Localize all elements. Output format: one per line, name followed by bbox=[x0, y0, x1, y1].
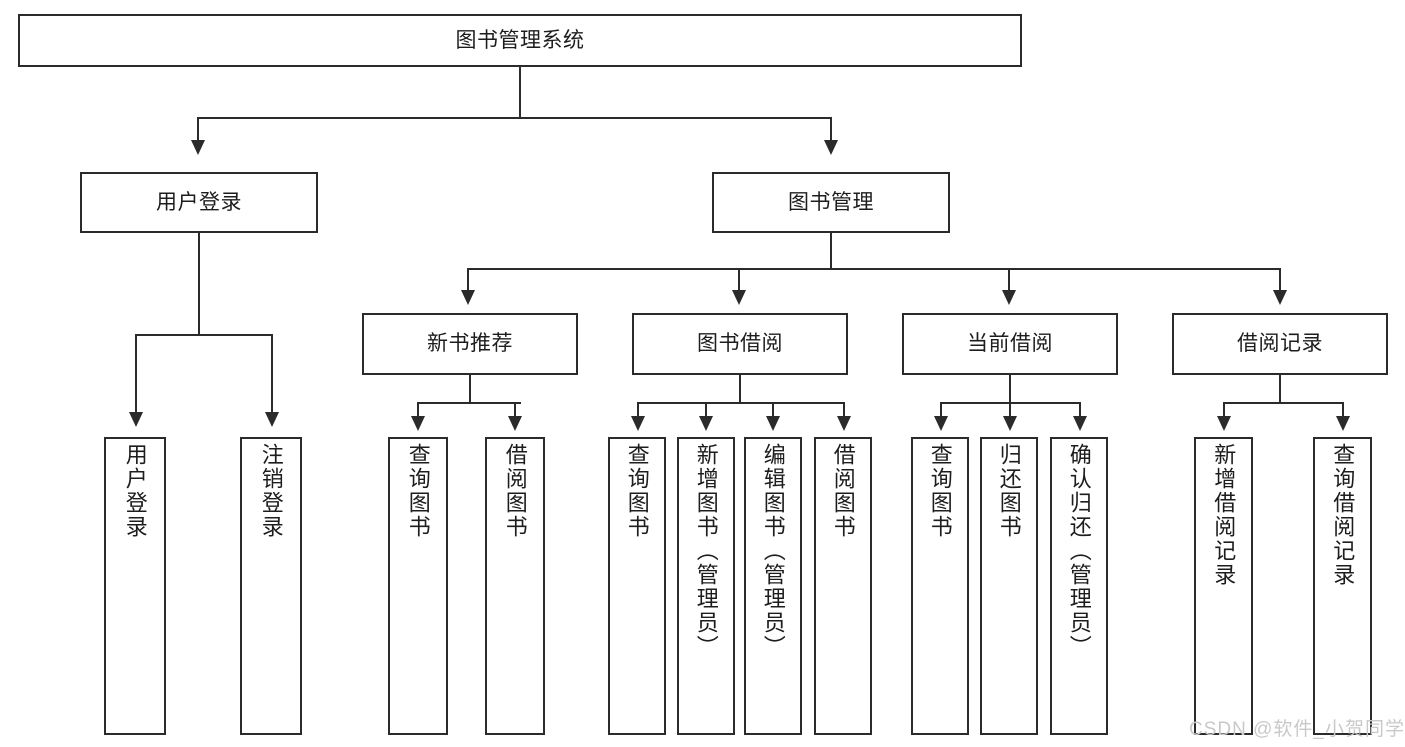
node-label: 确认归还（管理员） bbox=[1066, 443, 1092, 659]
node-leaf-query-book-cb[interactable]: 查询图书 bbox=[911, 437, 969, 735]
connector-bb-drop-3 bbox=[772, 402, 774, 418]
arrowhead-bb-leaf-4 bbox=[837, 416, 851, 431]
node-new-book-recommend[interactable]: 新书推荐 bbox=[362, 313, 578, 375]
arrowhead-user-login-leaf-2 bbox=[265, 412, 279, 427]
connector-nbr-drop-1 bbox=[417, 402, 419, 418]
node-leaf-borrow-book-nbr[interactable]: 借阅图书 bbox=[485, 437, 545, 735]
node-label: 图书管理系统 bbox=[455, 28, 585, 52]
arrowhead-br-leaf-1 bbox=[1217, 416, 1231, 431]
connector-br-bar bbox=[1223, 402, 1343, 404]
connector-bb-drop-4 bbox=[843, 402, 845, 418]
node-leaf-confirm-return-admin[interactable]: 确认归还（管理员） bbox=[1050, 437, 1108, 735]
connector-br-drop-2 bbox=[1342, 402, 1344, 418]
connector-user-login-drop-1 bbox=[135, 334, 137, 414]
node-leaf-edit-book-admin[interactable]: 编辑图书（管理员） bbox=[744, 437, 802, 735]
node-label: 借阅图书 bbox=[830, 443, 856, 539]
connector-bb-drop-2 bbox=[705, 402, 707, 418]
connector-book-management-bar bbox=[467, 268, 1281, 270]
connector-user-login-stem bbox=[198, 233, 200, 335]
connector-br-stem bbox=[1279, 375, 1281, 403]
node-label: 当前借阅 bbox=[967, 332, 1053, 356]
node-label: 用户登录 bbox=[156, 190, 242, 214]
arrowhead-root-to-book-management bbox=[824, 140, 838, 155]
arrowhead-bb-leaf-2 bbox=[699, 416, 713, 431]
node-leaf-query-book-bb[interactable]: 查询图书 bbox=[608, 437, 666, 735]
connector-cb-stem bbox=[1009, 375, 1011, 403]
connector-user-login-drop-2 bbox=[271, 334, 273, 414]
connector-user-login-bar bbox=[135, 334, 273, 336]
node-leaf-add-book-admin[interactable]: 新增图书（管理员） bbox=[677, 437, 735, 735]
node-label: 编辑图书（管理员） bbox=[760, 443, 786, 659]
connector-nbr-drop-2 bbox=[514, 402, 516, 418]
node-label: 查询图书 bbox=[624, 443, 650, 539]
arrowhead-bm-to-current-borrow bbox=[1002, 290, 1016, 305]
node-label: 新书推荐 bbox=[427, 332, 513, 356]
connector-nbr-bar bbox=[417, 402, 521, 404]
connector-bm-drop-1 bbox=[467, 268, 469, 292]
connector-bm-drop-3 bbox=[1008, 268, 1010, 292]
arrowhead-root-to-user-login bbox=[191, 140, 205, 155]
node-leaf-query-borrow-record[interactable]: 查询借阅记录 bbox=[1313, 437, 1372, 735]
node-label: 借阅图书 bbox=[502, 443, 528, 539]
node-label: 查询借阅记录 bbox=[1330, 443, 1356, 587]
arrowhead-bm-to-book-borrow bbox=[732, 290, 746, 305]
node-book-borrow[interactable]: 图书借阅 bbox=[632, 313, 848, 375]
node-leaf-add-borrow-record[interactable]: 新增借阅记录 bbox=[1194, 437, 1253, 735]
arrowhead-cb-leaf-2 bbox=[1003, 416, 1017, 431]
connector-bb-drop-1 bbox=[637, 402, 639, 418]
connector-bm-drop-2 bbox=[738, 268, 740, 292]
arrowhead-bm-to-new-book bbox=[461, 290, 475, 305]
watermark-text: CSDN @软件_小贺同学 bbox=[1189, 719, 1405, 740]
connector-root-to-book-management bbox=[830, 117, 832, 143]
connector-root-bar bbox=[197, 117, 831, 119]
node-root-book-management-system[interactable]: 图书管理系统 bbox=[18, 14, 1022, 67]
arrowhead-user-login-leaf-1 bbox=[129, 412, 143, 427]
node-label: 图书借阅 bbox=[697, 332, 783, 356]
connector-root-to-user-login bbox=[197, 117, 199, 143]
arrowhead-cb-leaf-1 bbox=[934, 416, 948, 431]
connector-br-drop-1 bbox=[1223, 402, 1225, 418]
connector-bb-bar bbox=[637, 402, 845, 404]
node-label: 图书管理 bbox=[788, 190, 874, 214]
connector-book-management-stem bbox=[830, 233, 832, 269]
node-leaf-borrow-book-bb[interactable]: 借阅图书 bbox=[814, 437, 872, 735]
connector-root-stem bbox=[519, 67, 521, 118]
node-user-login[interactable]: 用户登录 bbox=[80, 172, 318, 233]
arrowhead-nbr-leaf-2 bbox=[508, 416, 522, 431]
node-book-management[interactable]: 图书管理 bbox=[712, 172, 950, 233]
node-label: 新增图书（管理员） bbox=[693, 443, 719, 659]
connector-cb-drop-3 bbox=[1079, 402, 1081, 418]
node-current-borrow[interactable]: 当前借阅 bbox=[902, 313, 1118, 375]
csdn-watermark: CSDN @软件_小贺同学 bbox=[1189, 714, 1405, 741]
connector-cb-drop-1 bbox=[940, 402, 942, 418]
node-leaf-user-login[interactable]: 用户登录 bbox=[104, 437, 166, 735]
arrowhead-br-leaf-2 bbox=[1336, 416, 1350, 431]
node-label: 新增借阅记录 bbox=[1211, 443, 1237, 587]
arrowhead-bm-to-borrow-record bbox=[1273, 290, 1287, 305]
node-label: 查询图书 bbox=[927, 443, 953, 539]
node-label: 借阅记录 bbox=[1237, 332, 1323, 356]
node-label: 归还图书 bbox=[996, 443, 1022, 539]
connector-nbr-stem bbox=[469, 375, 471, 403]
arrowhead-nbr-leaf-1 bbox=[411, 416, 425, 431]
arrowhead-bb-leaf-3 bbox=[766, 416, 780, 431]
node-leaf-return-book[interactable]: 归还图书 bbox=[980, 437, 1038, 735]
node-leaf-logout[interactable]: 注销登录 bbox=[240, 437, 302, 735]
arrowhead-cb-leaf-3 bbox=[1073, 416, 1087, 431]
node-borrow-record[interactable]: 借阅记录 bbox=[1172, 313, 1388, 375]
connector-bm-drop-4 bbox=[1279, 268, 1281, 292]
connector-bb-stem bbox=[739, 375, 741, 403]
node-label: 用户登录 bbox=[122, 443, 148, 539]
node-label: 查询图书 bbox=[405, 443, 431, 539]
node-leaf-query-book-nbr[interactable]: 查询图书 bbox=[388, 437, 448, 735]
arrowhead-bb-leaf-1 bbox=[631, 416, 645, 431]
connector-cb-drop-2 bbox=[1009, 402, 1011, 418]
node-label: 注销登录 bbox=[258, 443, 284, 539]
